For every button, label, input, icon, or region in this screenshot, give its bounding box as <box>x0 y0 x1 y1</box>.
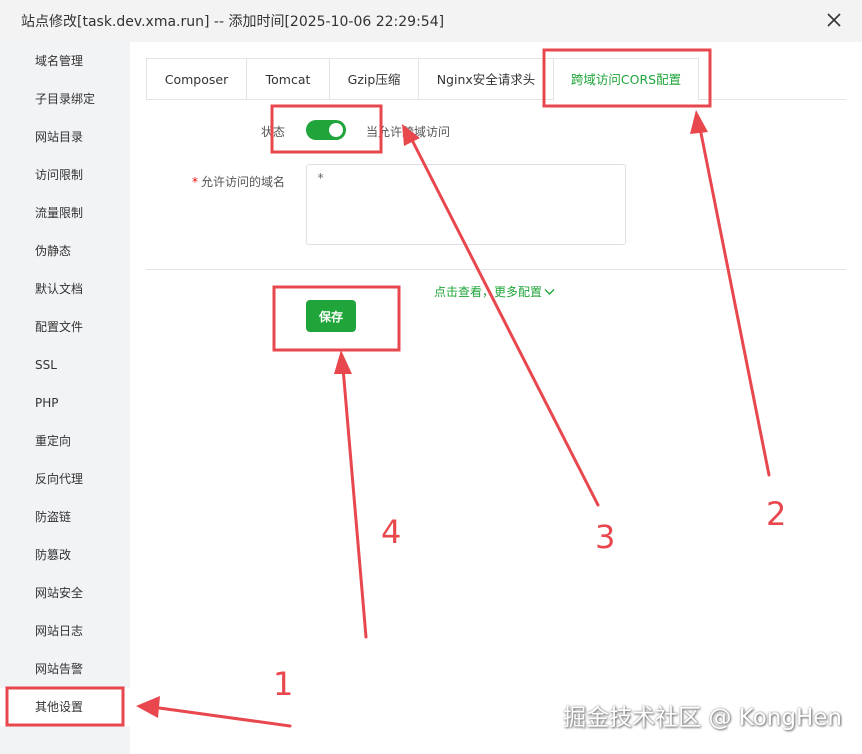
sidebar-item-reverse-proxy[interactable]: 反向代理 <box>35 472 84 486</box>
tab-bar: Composer Tomcat Gzip压缩 Nginx安全请求头 跨域访问CO… <box>146 58 846 100</box>
sidebar-item-alerts[interactable]: 网站告警 <box>35 662 84 676</box>
divider <box>146 269 846 270</box>
sidebar-item-rewrite[interactable]: 伪静态 <box>35 244 72 258</box>
sidebar-item-default-doc[interactable]: 默认文档 <box>35 282 84 296</box>
tab-nginx-headers[interactable]: Nginx安全请求头 <box>418 58 554 99</box>
save-button[interactable]: 保存 <box>306 300 356 332</box>
sidebar-item-config-file[interactable]: 配置文件 <box>35 320 84 334</box>
domain-label-row: *允许访问的域名 <box>192 173 285 190</box>
watermark: 掘金技术社区 @ KongHen <box>563 705 842 731</box>
sidebar-item-hotlink[interactable]: 防盗链 <box>35 510 72 524</box>
tab-tomcat[interactable]: Tomcat <box>246 58 330 99</box>
sidebar-item-site-dir[interactable]: 网站目录 <box>35 130 84 144</box>
status-toggle[interactable] <box>306 120 346 140</box>
more-config-link[interactable]: 点击查看，更多配置 <box>434 283 555 300</box>
annotation-number-3: 3 <box>595 518 616 556</box>
sidebar-item-logs[interactable]: 网站日志 <box>35 624 84 638</box>
domain-label: 允许访问的域名 <box>201 175 286 189</box>
annotation-number-2: 2 <box>766 495 787 533</box>
sidebar-item-other-settings[interactable]: 其他设置 <box>0 688 130 726</box>
tab-composer[interactable]: Composer <box>146 58 247 99</box>
sidebar-item-php[interactable]: PHP <box>35 396 59 410</box>
sidebar: 域名管理 子目录绑定 网站目录 访问限制 流量限制 伪静态 默认文档 配置文件 … <box>0 42 130 754</box>
sidebar-item-access-limit[interactable]: 访问限制 <box>35 168 84 182</box>
sidebar-item-security[interactable]: 网站安全 <box>35 586 84 600</box>
main-content: Composer Tomcat Gzip压缩 Nginx安全请求头 跨域访问CO… <box>130 42 862 754</box>
sidebar-item-subdir[interactable]: 子目录绑定 <box>35 92 96 106</box>
tab-cors[interactable]: 跨域访问CORS配置 <box>553 58 699 100</box>
toggle-knob <box>329 123 343 137</box>
sidebar-item-domain[interactable]: 域名管理 <box>35 54 84 68</box>
allowed-domains-textarea[interactable]: * <box>306 164 626 245</box>
sidebar-item-redirect[interactable]: 重定向 <box>35 434 72 448</box>
tab-gzip[interactable]: Gzip压缩 <box>329 58 419 99</box>
required-mark: * <box>192 175 198 189</box>
annotation-number-1: 1 <box>273 665 294 703</box>
dialog-title: 站点修改[task.dev.xma.run] -- 添加时间[2025-10-0… <box>21 14 445 30</box>
status-label: 状态 <box>261 125 286 139</box>
sidebar-item-traffic-limit[interactable]: 流量限制 <box>35 206 84 220</box>
more-config-label: 点击查看，更多配置 <box>434 285 543 299</box>
status-hint: 当允许跨域访问 <box>366 125 451 139</box>
annotation-number-4: 4 <box>381 513 402 551</box>
sidebar-item-tamper[interactable]: 防篡改 <box>35 548 72 562</box>
chevron-down-icon <box>544 289 555 295</box>
close-icon[interactable] <box>824 10 844 30</box>
title-bar: 站点修改[task.dev.xma.run] -- 添加时间[2025-10-0… <box>0 0 862 43</box>
sidebar-item-ssl[interactable]: SSL <box>35 358 57 372</box>
